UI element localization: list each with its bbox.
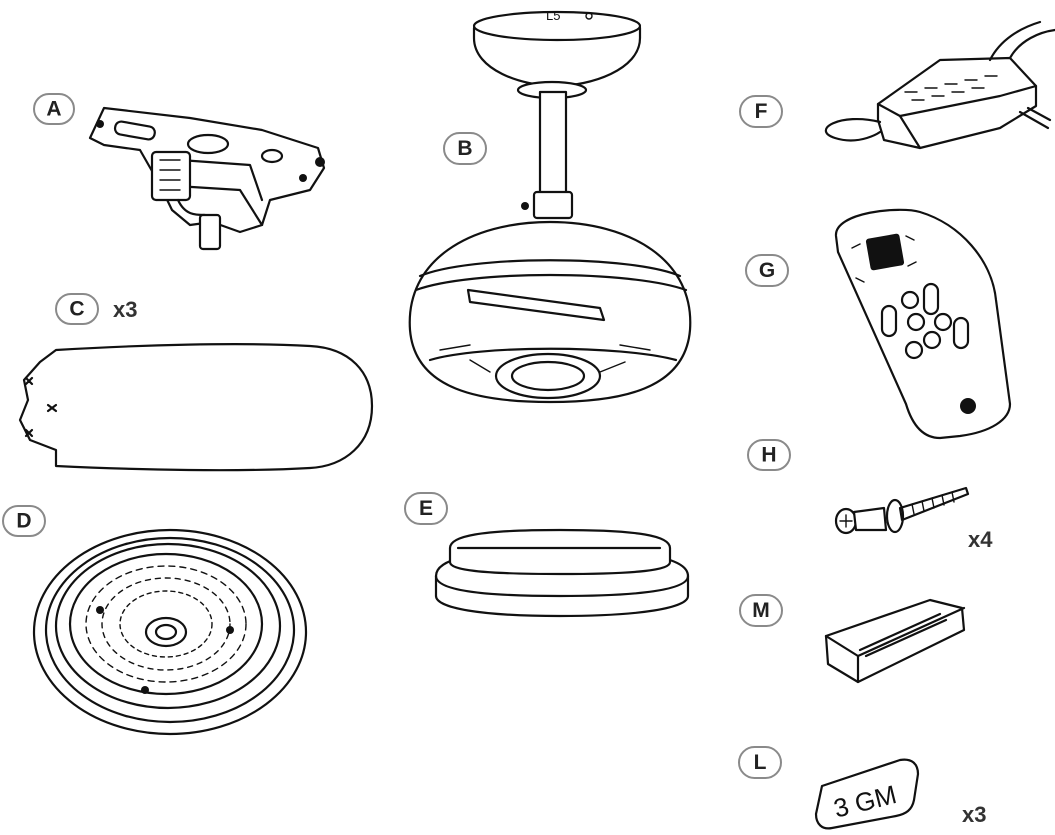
label-e: E [404, 492, 448, 525]
svg-text:H: H [761, 444, 776, 467]
svg-text:A: A [46, 98, 61, 121]
svg-text:M: M [752, 599, 770, 622]
svg-text:L5: L5 [546, 8, 560, 23]
svg-text:B: B [457, 137, 472, 160]
label-l: L [738, 746, 782, 779]
svg-text:E: E [419, 497, 433, 520]
svg-text:F: F [755, 100, 768, 123]
svg-text:L: L [754, 751, 767, 774]
label-d: D [2, 505, 46, 537]
label-h: H [747, 439, 791, 471]
label-g: G [745, 254, 789, 287]
svg-text:G: G [759, 259, 775, 282]
balance-weight-illustration: 3 GM [814, 758, 920, 830]
screw-illustration [834, 486, 970, 535]
label-a: A [33, 93, 75, 125]
balancing-clip-illustration [824, 598, 966, 684]
label-f: F [739, 95, 783, 128]
light-plate-illustration [32, 528, 308, 736]
fan-motor-illustration: L5 [408, 8, 692, 404]
svg-text:C: C [69, 298, 84, 321]
remote-control-illustration [834, 208, 1012, 440]
quantity-c: x3 [113, 297, 137, 322]
glass-cover-illustration [434, 528, 690, 618]
fan-blade-illustration [18, 343, 374, 472]
svg-text:D: D [16, 510, 31, 533]
mounting-bracket-illustration [88, 106, 326, 251]
label-m: M [739, 594, 783, 627]
label-b: B [443, 132, 487, 165]
receiver-illustration [824, 20, 1055, 150]
quantity-l: x3 [962, 802, 986, 827]
quantity-h: x4 [968, 527, 993, 552]
label-c: C [55, 293, 99, 325]
